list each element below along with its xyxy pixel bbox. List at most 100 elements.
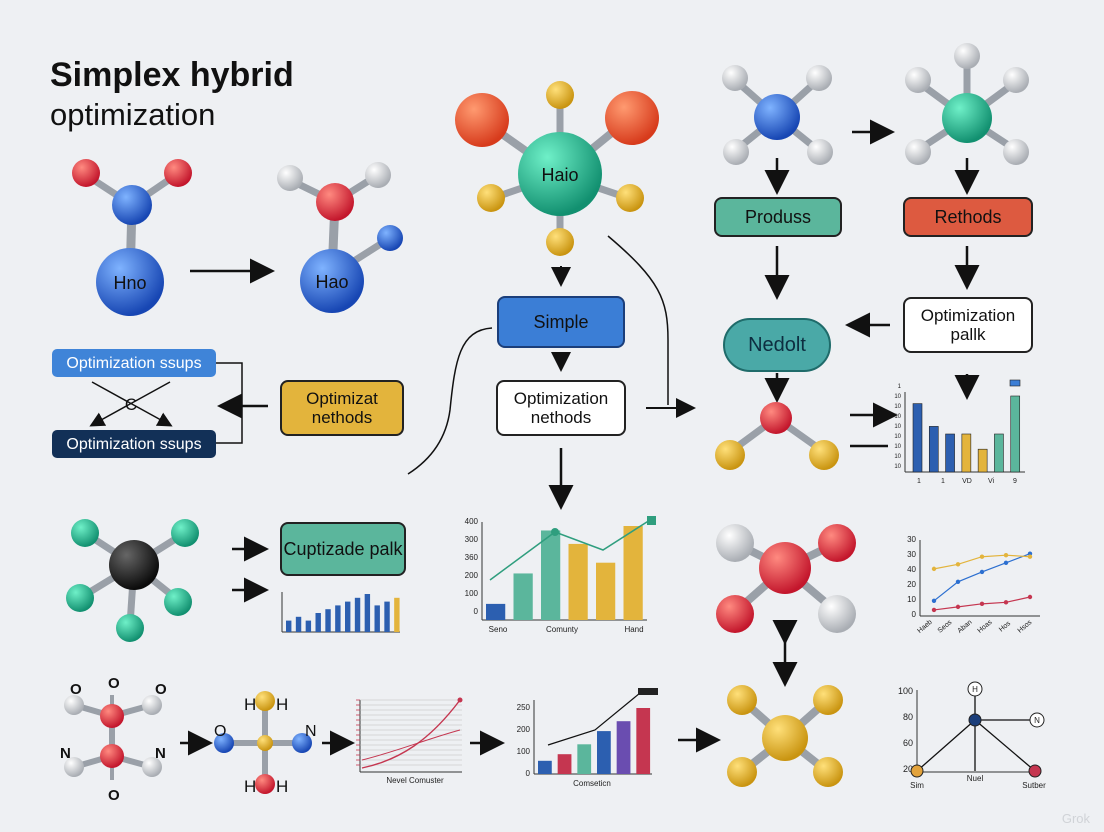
chart3-point <box>931 598 937 603</box>
chart1-bar <box>961 433 972 473</box>
chart1-y-tick: 10 <box>894 424 901 430</box>
molecule-top-right-2 <box>905 43 1029 165</box>
optimization-steps-box-2: Optimization ssups <box>52 430 216 458</box>
chart4-bar <box>597 731 611 774</box>
chart4-bar <box>538 760 552 774</box>
chart1-y-tick: 10 <box>894 414 901 420</box>
chart7-node <box>910 764 924 778</box>
chart6-bar <box>374 605 380 632</box>
atom-o-5: O <box>214 723 226 740</box>
chart4-bar <box>577 744 592 774</box>
atom-h-2: H <box>276 695 288 714</box>
chart2-bar <box>596 562 616 620</box>
chart7-y-tick: 60 <box>903 738 913 748</box>
molecule-hno: Hno <box>72 159 192 316</box>
chart2-x-tick: Comunty <box>546 625 578 634</box>
chart7-y-tick: 80 <box>903 712 913 722</box>
chart7-node <box>1028 764 1042 778</box>
chart1-x-tick: VD <box>962 478 972 485</box>
chart3-point <box>1003 553 1009 558</box>
chart7-y-tick: 100 <box>898 686 913 696</box>
haio-label: Haio <box>541 165 578 185</box>
chart2-y-tick: 400 <box>465 517 479 526</box>
chart3-point <box>1027 554 1033 559</box>
chart3-point <box>979 554 985 559</box>
chart3-point <box>931 607 937 613</box>
chart5-x-tick: Nevel Comuster <box>386 776 444 785</box>
nedolt-node: Nedolt <box>723 318 831 372</box>
chart1-y-tick: 10 <box>894 404 901 410</box>
chart4-legend-marker <box>638 688 658 695</box>
chart1-bar <box>977 448 988 473</box>
chart6-bar <box>345 601 351 632</box>
chart4-bar <box>557 754 572 774</box>
chart7-edge <box>974 719 1036 772</box>
optimization-steps-box-1: Optimization ssups <box>52 349 216 377</box>
molecule-yellow-bottom <box>727 685 843 787</box>
chart7-x-tick: Sim <box>910 781 924 790</box>
chart3-x-tick: Seos <box>937 619 954 635</box>
simple-box: Simple <box>497 296 625 348</box>
chart1-bar <box>994 433 1004 473</box>
watermark: Grok <box>1061 811 1090 826</box>
molecule-bottom-2: H H O N H H <box>214 691 317 796</box>
chart4-y-tick: 250 <box>517 703 531 712</box>
chart2-trend-end <box>647 516 656 525</box>
chart7-node-label: H <box>972 685 978 694</box>
chart1-x-tick: 9 <box>1013 478 1017 485</box>
chart3-y-tick: 10 <box>907 595 916 604</box>
molecule-bottom-left: O O O N N O <box>60 675 167 804</box>
hao-label: Hao <box>315 272 348 292</box>
chart2-bar <box>513 573 533 620</box>
chart6-bar <box>286 620 292 632</box>
molecule-right-lower <box>716 524 856 633</box>
chart1-y-tick: 10 <box>894 444 901 450</box>
chart6-bar <box>325 609 331 632</box>
page-title: Simplex hybrid <box>50 56 294 94</box>
page-subtitle: optimization <box>50 97 216 132</box>
chart4-bar <box>616 721 631 774</box>
loop-c-label: C <box>125 395 137 414</box>
chart2-y-tick: 0 <box>474 607 479 616</box>
chart3-point <box>931 566 937 572</box>
produss-box: Produss <box>714 197 842 237</box>
chart3-point <box>955 562 961 567</box>
chart3-y-tick: 30 <box>907 550 916 559</box>
optimizat-methods-box: Optimizat nethods <box>280 380 404 436</box>
chart1-y-tick: 10 <box>894 434 901 440</box>
chart3-point <box>1027 551 1033 556</box>
molecule-haio: Haio <box>455 81 659 256</box>
chart5-series-line <box>361 699 461 769</box>
chart6-bar <box>305 620 312 632</box>
chart3-point <box>1003 600 1009 605</box>
chart2-x-tick: Hand <box>624 625 643 634</box>
chart2-y-tick: 100 <box>465 589 479 598</box>
chart1-bar <box>945 433 955 473</box>
chart3-x-tick: Aban <box>957 619 974 635</box>
chart3-y-tick: 30 <box>907 535 916 544</box>
chart7-x-tick: Sutber <box>1022 781 1046 790</box>
atom-o-1: O <box>70 681 82 698</box>
chart7-node <box>967 681 983 697</box>
chart2-y-tick: 360 <box>465 553 479 562</box>
chart3-x-tick: Haeb <box>916 619 933 635</box>
chart6-bar <box>364 594 371 632</box>
atom-h-4: H <box>276 777 288 796</box>
chart6-bar <box>354 597 361 632</box>
chart2-bar <box>568 543 588 620</box>
chart3-point <box>979 601 985 607</box>
hno-label: Hno <box>113 273 146 293</box>
cuptizade-palk-box: Cuptizade palk <box>280 522 406 576</box>
chart2-y-tick: 300 <box>465 535 479 544</box>
chart3-x-tick: Hoas <box>977 619 994 635</box>
chart2-bar <box>486 603 506 620</box>
atom-o-2: O <box>108 675 120 692</box>
chart1-bar <box>1010 395 1021 473</box>
chart6-bar <box>394 597 400 632</box>
chart4-bar <box>636 708 651 774</box>
chart1-bar <box>928 426 939 473</box>
chart1-y-tick: 10 <box>894 464 901 470</box>
chart4-x-tick: Comseticn <box>573 779 611 788</box>
